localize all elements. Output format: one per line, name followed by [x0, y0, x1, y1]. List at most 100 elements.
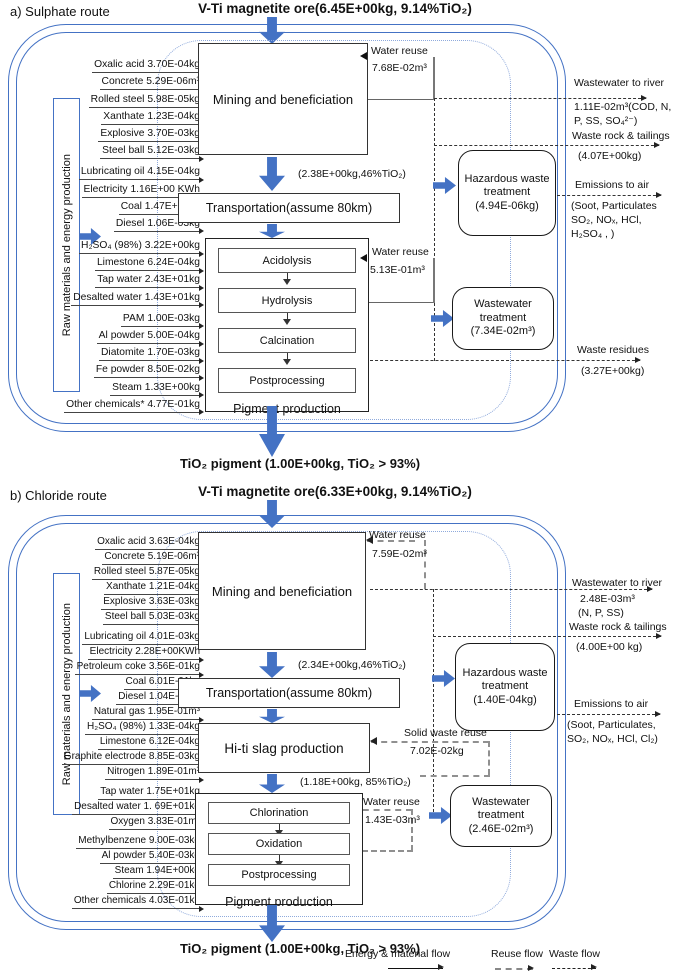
input-flow: Lubricating oil 4.15E-04kg [18, 163, 205, 183]
mining-label: Mining and beneficiation [212, 91, 354, 107]
pigment-reuse-bracket [433, 258, 435, 303]
residue-output-value: (3.27E+00kg) [581, 365, 645, 377]
river-output-value: P, SS, SO₄²⁻) [574, 115, 638, 127]
input-flow: Oxalic acid 3.70E-04kg [18, 56, 204, 76]
rock-output-value: (4.07E+00kg) [578, 150, 642, 162]
input-flow: Electricity 2.28E+00KWh [18, 645, 205, 663]
process-step: Calcination [218, 328, 356, 361]
waste-collector-line [433, 589, 434, 812]
river-output-value: 2.48E-03m³ [580, 593, 635, 605]
input-flow: Xanthate 1.23E-04kg [18, 108, 204, 128]
input-flow: Methylbenzene 9.00E-03kg [18, 834, 204, 852]
wastewater-value: (7.34E-02m³) [470, 325, 536, 338]
mining-water-reuse-value: 7.59E-02m³ [372, 548, 427, 560]
wastewater-treatment-box: Wastewater treatment (7.34E-02m³) [452, 287, 554, 350]
process-step: Postprocessing [208, 864, 350, 886]
wastewater-river-arrow [370, 585, 653, 592]
hazardous-value: (4.94E-06kg) [475, 199, 539, 212]
solid-reuse-arrow [370, 737, 489, 746]
system-boundary-inner [16, 523, 558, 922]
input-flow: Petroleum coke 3.56E-01kg [18, 660, 205, 678]
river-output-label: Wastewater to river [572, 577, 663, 589]
pigment-reuse-line [362, 850, 413, 852]
waste-rock-arrow [434, 141, 660, 148]
mining-reuse-bracket [424, 540, 426, 589]
input-flow: Diesel 1.06E-03kg [18, 215, 205, 235]
rock-output-label: Waste rock & tailings [572, 130, 670, 142]
hazardous-treatment-box: Hazardous waste treatment (1.40E-04kg) [455, 643, 555, 731]
input-flow: Other chemicals* 4.77E-01kg [18, 396, 204, 416]
mining-water-reuse-label: Water reuse [369, 529, 426, 541]
process-step: Acidolysis [218, 248, 356, 281]
air-output-value: (Soot, Particulates [571, 200, 657, 212]
water-reuse-arrowhead-icon [360, 52, 367, 60]
river-output-value: 1.11E-02m³(COD, N, [574, 101, 672, 113]
pigment-water-reuse-value: 1.43E-03m³ [365, 814, 420, 826]
wastewater-treatment-box: Wastewater treatment (2.46E-02m³) [450, 785, 552, 847]
hiti-slag-box: Hi-ti slag production [198, 723, 370, 773]
pigment-production-label: Pigment production [233, 402, 341, 416]
air-output-label: Emissions to air [574, 698, 649, 710]
input-flow: Desalted water 1. 69E+01kg [18, 800, 204, 818]
legend-waste-label: Waste flow [549, 948, 600, 960]
process-step: Chlorination [208, 802, 350, 832]
hazardous-title: Hazardous waste treatment [462, 666, 548, 693]
input-flow: Electricity 1.16E+00 KWh [18, 180, 205, 200]
input-flow: PAM 1.00E-03kg [18, 310, 205, 330]
input-flow: H₂SO₄ (98%) 1.33E-04kg [18, 720, 205, 738]
transport-box: Transportation(assume 80km) [178, 678, 400, 708]
mining-water-reuse-label: Water reuse [371, 45, 428, 57]
system-boundary-inner [16, 32, 558, 424]
raw-materials-box: Raw materials and energy production [53, 98, 80, 392]
transport-box: Transportation(assume 80km) [178, 193, 400, 223]
river-output-value: (N, P, SS) [578, 607, 624, 619]
water-reuse-arrowhead-icon [360, 254, 367, 262]
waste-rock-arrow [433, 632, 662, 639]
pigment-reuse-line [369, 302, 434, 303]
pigment-reuse-bracket [411, 809, 413, 851]
input-flow: Steel ball 5.12E-03kg [18, 142, 204, 162]
rock-output-value: (4.00E+00 kg) [576, 641, 643, 653]
legend-energy-arrow-icon [388, 964, 444, 971]
air-output-value: SO₂, NOₓ, HCl, Cl₂) [567, 733, 658, 745]
residue-output-label: Waste residues [577, 344, 649, 356]
solid-reuse-bracket [488, 741, 490, 775]
input-flow: Steam 1.94E+00kg [18, 864, 205, 882]
air-output-value: H₂SO₄ , ) [571, 228, 615, 240]
input-flow: Al powder 5.40E-03kg [18, 849, 205, 867]
wastewater-river-arrow [434, 94, 647, 101]
pigment-water-reuse-value: 5.13E-01m³ [370, 264, 425, 276]
input-flow: Explosive 3.63E-03kg [18, 595, 204, 613]
mining-label: Mining and beneficiation [211, 583, 353, 599]
rock-output-label: Waste rock & tailings [569, 621, 667, 633]
hazardous-treatment-box: Hazardous waste treatment (4.94E-06kg) [458, 150, 556, 236]
input-flow: Desalted water 1.43E+01kg [18, 288, 204, 309]
mining-output-line [368, 99, 434, 100]
air-output-label: Emissions to air [575, 179, 650, 191]
input-flow: Oxalic acid 3.63E-04kg [18, 535, 204, 553]
panel-a-input-title: V-Ti magnetite ore(6.45E+00kg, 9.14%TiO₂… [198, 1, 472, 16]
process-step: Hydrolysis [218, 288, 356, 321]
emissions-arrow [557, 191, 662, 198]
input-flow: Rolled steel 5.98E-05kg [18, 90, 205, 111]
input-flow: Concrete 5.29E-06m³ [18, 73, 205, 93]
input-flow: Oxygen 3.83E-01m³ [18, 815, 204, 833]
solid-reuse-value: 7.02E-02kg [410, 745, 464, 757]
input-flow: Xanthate 1.21E-04kg [18, 580, 204, 598]
input-flow: Limestone 6.24E-04kg [18, 254, 205, 274]
input-flow: Natural gas 1.95E-01m³ [18, 705, 205, 723]
input-flow: Tap water 1.75E+01kg [18, 785, 204, 803]
legend-reuse-arrow-icon [495, 965, 534, 972]
input-flow: Chlorine 2.29E-01kg [18, 879, 205, 897]
wastewater-value: (2.46E-02m³) [468, 822, 534, 835]
hazardous-value: (1.40E-04kg) [473, 693, 537, 706]
system-boundary-outer [8, 515, 566, 930]
input-flow: Lubricating oil 4.01E-03kg [18, 630, 204, 648]
process-step: Postprocessing [218, 368, 356, 393]
hazardous-title: Hazardous waste treatment [464, 172, 550, 199]
legend-waste-arrow-icon [552, 964, 597, 971]
system-boundary-outer [8, 24, 566, 432]
